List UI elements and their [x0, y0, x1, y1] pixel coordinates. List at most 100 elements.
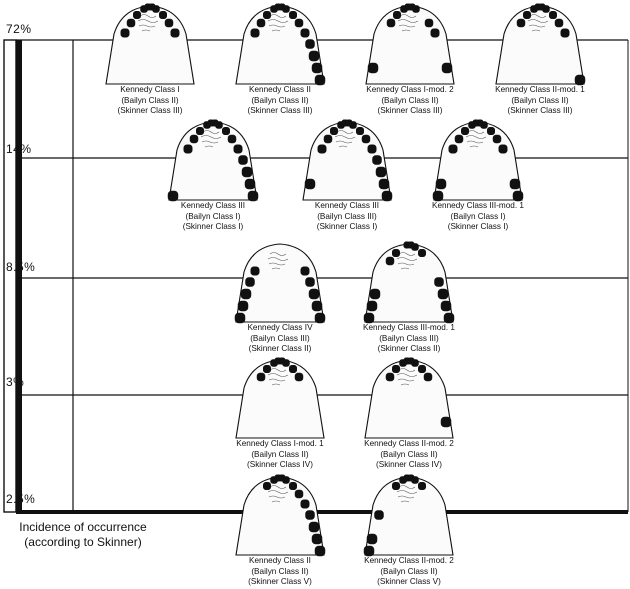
dental-arch	[432, 119, 524, 202]
tooth	[424, 18, 434, 28]
dental-arch	[235, 3, 326, 86]
tooth	[487, 127, 495, 135]
incidence-percent: 72%	[6, 22, 32, 36]
class-label-line: (Bailyn Class I)	[450, 211, 506, 221]
class-label-line: (Bailyn Class III)	[317, 211, 377, 221]
tooth	[233, 144, 243, 154]
tooth	[509, 178, 521, 190]
tooth	[170, 28, 180, 38]
tooth	[126, 18, 136, 28]
tooth	[323, 134, 333, 144]
tooth	[250, 28, 260, 38]
class-label-line: (Skinner Class I)	[447, 222, 509, 231]
tooth	[247, 190, 259, 202]
palate-outline	[235, 359, 325, 439]
class-label-line: Kennedy Class I-mod. 2	[366, 85, 454, 94]
tooth	[418, 482, 426, 490]
tooth	[386, 18, 396, 28]
class-label-line: Kennedy Class III	[180, 201, 246, 210]
tooth	[498, 144, 508, 154]
palatal-rugae	[267, 14, 289, 32]
tooth	[167, 190, 179, 202]
tooth	[234, 312, 246, 324]
palate-outline	[365, 5, 455, 85]
tooth	[227, 134, 237, 144]
class-label-line: Kennedy Class IV	[247, 323, 313, 332]
tooth	[454, 134, 464, 144]
palate-outline	[364, 359, 454, 439]
tooth	[240, 288, 252, 300]
palate-outline	[495, 5, 585, 85]
class-label-line: Kennedy Class I-mod. 1	[236, 439, 324, 448]
tooth	[437, 288, 449, 300]
class-label-line: (Bailyn Class I)	[185, 211, 241, 221]
tooth	[367, 144, 377, 154]
palatal-rugae	[334, 130, 356, 148]
tooth	[289, 482, 297, 490]
tooth	[305, 277, 315, 287]
tooth	[189, 134, 199, 144]
tooth	[256, 18, 266, 28]
class-label-line: Kennedy Class I	[120, 85, 180, 94]
tooth	[538, 3, 546, 11]
tooth	[378, 178, 390, 190]
tooth	[120, 28, 130, 38]
palatal-rugae	[396, 252, 418, 270]
incidence-bar	[16, 40, 22, 514]
tooth	[492, 134, 502, 144]
tooth	[407, 474, 415, 482]
tooth	[366, 533, 378, 545]
tooth	[432, 190, 444, 202]
tooth	[393, 11, 401, 19]
dental-arch	[363, 474, 454, 557]
kennedy-class-label: Kennedy Class II-mod. 2(Bailyn Class II)…	[339, 556, 479, 588]
palatal-rugae	[137, 14, 159, 32]
tooth	[385, 372, 395, 382]
palatal-rugae	[465, 130, 487, 148]
axis-caption-line-1: Incidence of occurrence	[19, 520, 147, 534]
tooth	[164, 18, 174, 28]
tooth	[305, 39, 315, 49]
class-label-line: (Skinner Class II)	[248, 344, 312, 353]
incidence-percent: 8.5%	[6, 260, 36, 274]
tooth	[311, 300, 323, 312]
class-label-line: Kennedy Class II	[249, 85, 311, 94]
dental-arch	[364, 357, 454, 439]
kennedy-class-label: Kennedy Class I(Bailyn Class II)(Skinner…	[80, 85, 220, 117]
tooth	[183, 144, 193, 154]
tooth	[367, 62, 379, 74]
dental-arch	[495, 3, 586, 86]
tooth	[304, 178, 316, 190]
class-label-line: (Bailyn Class II)	[381, 95, 439, 105]
tooth	[363, 312, 375, 324]
incidence-percent: 2.5%	[6, 492, 36, 506]
dental-arch	[235, 474, 326, 557]
tooth	[418, 249, 426, 257]
class-label-line: (Bailyn Class III)	[379, 333, 439, 343]
tooth	[443, 312, 455, 324]
tooth	[133, 11, 141, 19]
dental-arch	[363, 241, 455, 324]
tooth	[461, 127, 469, 135]
class-label-line: (Bailyn Class II)	[380, 449, 438, 459]
tooth	[237, 300, 249, 312]
class-label-line: (Bailyn Class II)	[380, 566, 438, 576]
tooth	[441, 62, 453, 74]
tooth	[381, 190, 393, 202]
tooth	[263, 365, 271, 373]
tooth	[300, 266, 310, 276]
palatal-rugae	[396, 368, 418, 386]
palatal-rugae	[396, 485, 418, 503]
tooth	[392, 249, 400, 257]
class-label-line: (Bailyn Class III)	[250, 333, 310, 343]
tooth	[330, 127, 338, 135]
palatal-rugae	[397, 14, 419, 32]
class-label-line: (Bailyn Class II)	[251, 449, 309, 459]
class-label-line: (Bailyn Class II)	[251, 566, 309, 576]
dental-arch	[105, 3, 195, 85]
tooth	[392, 365, 400, 373]
tooth	[560, 28, 570, 38]
class-label-line: (Skinner Class III)	[117, 106, 183, 115]
kennedy-class-label: Kennedy Class II(Bailyn Class II)(Skinne…	[210, 85, 350, 117]
tooth	[375, 166, 387, 178]
